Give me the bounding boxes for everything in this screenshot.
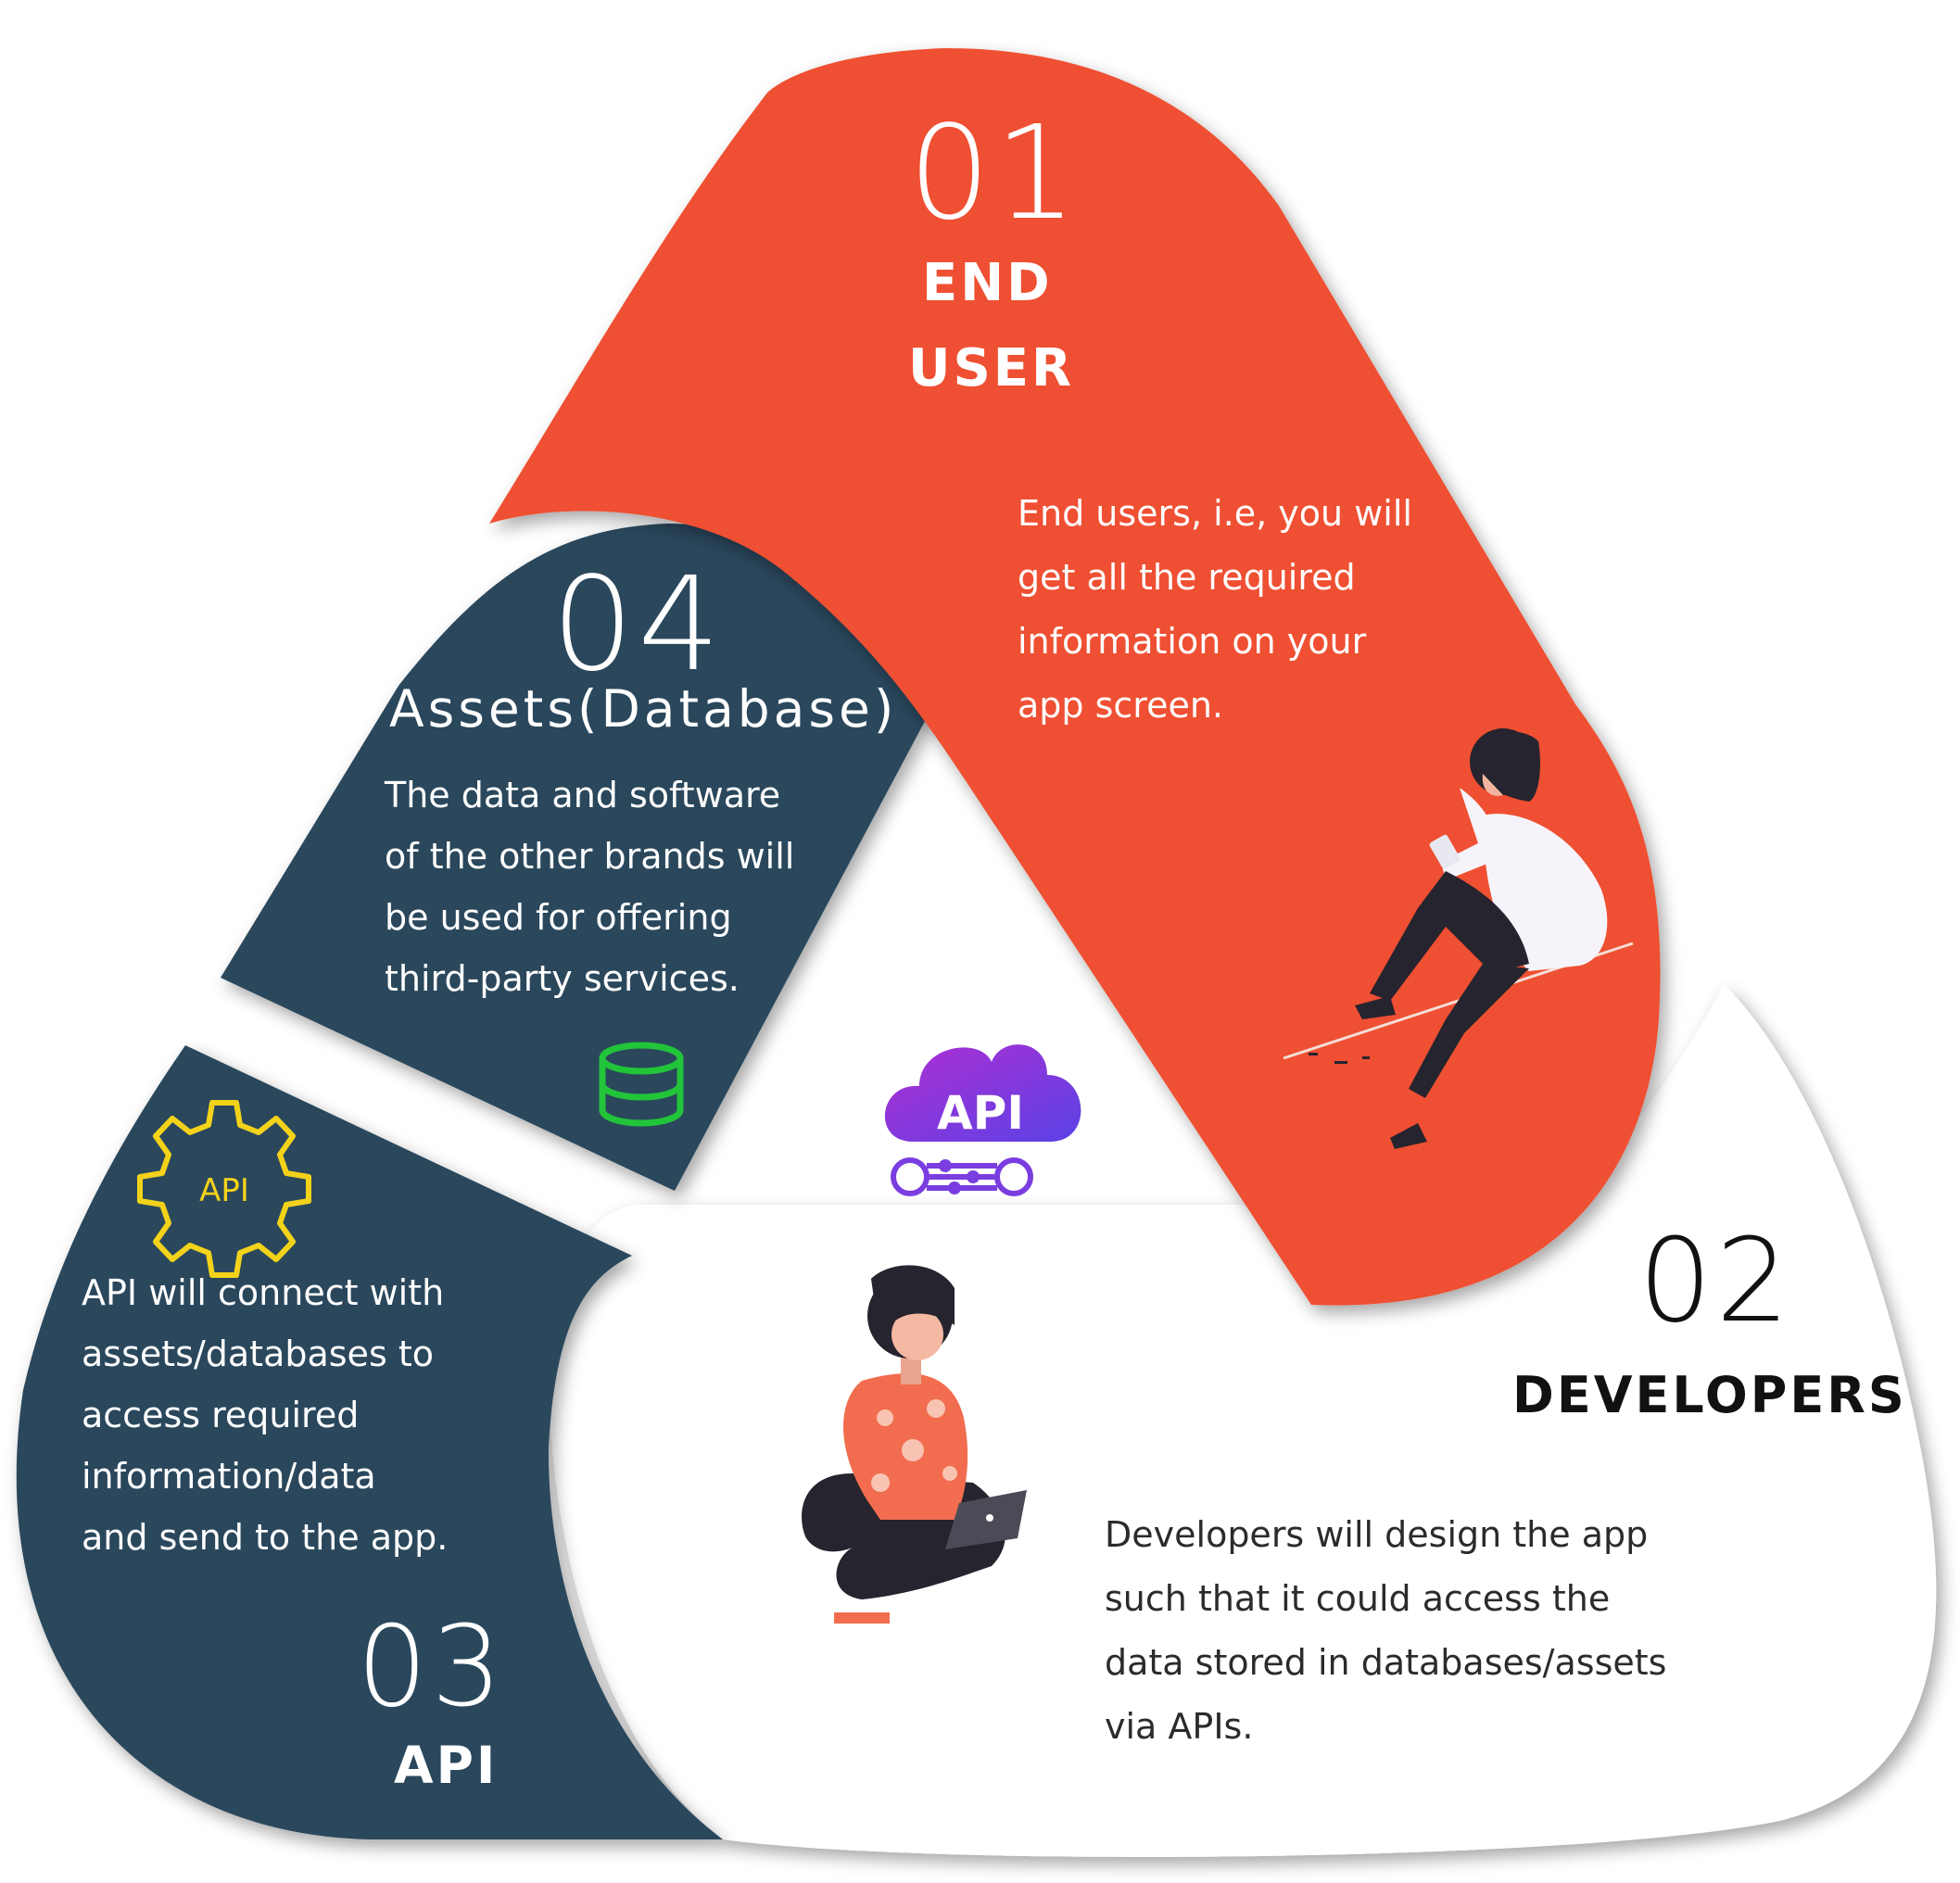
end-user-title-line2: USER: [908, 338, 1075, 398]
developers-title: DEVELOPERS: [1512, 1366, 1907, 1424]
end-user-number: 01: [908, 98, 1081, 249]
woman-sitting-with-phone-illustration: [1283, 728, 1634, 1149]
api-gear-label: API: [199, 1172, 249, 1209]
developers-number: 02: [1638, 1214, 1794, 1348]
api-cloud-label: API: [937, 1086, 1024, 1140]
assets-number: 04: [551, 550, 725, 701]
api-title: API: [394, 1736, 499, 1795]
end-user-segment: [489, 48, 1661, 1306]
api-cloud-icon: API: [884, 1044, 1081, 1196]
woman-with-laptop-illustration: [802, 1265, 1027, 1624]
assets-segment: [221, 524, 938, 1191]
end-user-description: End users, i.e, you will get all the req…: [1018, 493, 1412, 726]
api-description: API will connect with assets/databases t…: [82, 1272, 449, 1558]
assets-description: The data and software of the other brand…: [385, 775, 795, 999]
developers-description: Developers will design the app such that…: [1105, 1514, 1667, 1747]
api-number: 03: [357, 1603, 506, 1732]
api-gear-icon: API: [137, 1100, 311, 1278]
end-user-title-line1: END: [922, 253, 1053, 313]
assets-title: Assets(Database): [389, 679, 898, 739]
database-icon: [599, 1042, 684, 1127]
